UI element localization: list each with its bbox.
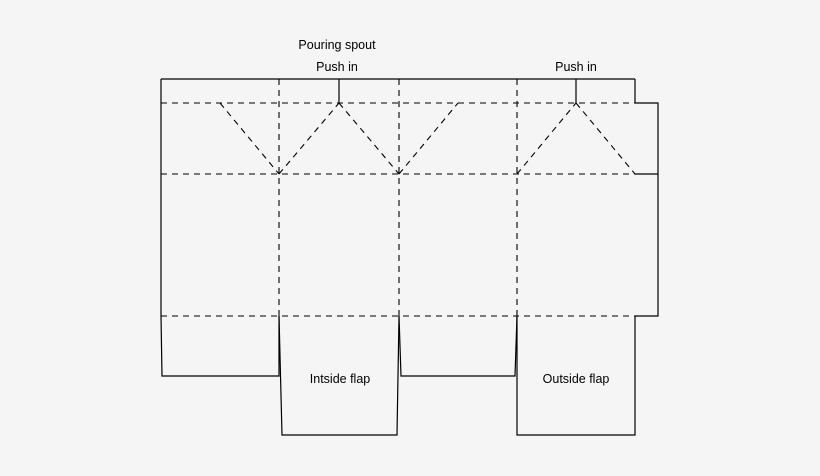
labels: Pouring spout Push in Push in Intside fl… — [298, 38, 609, 386]
gable-diagonal-2 — [278, 102, 340, 175]
gable-diagonal-3 — [338, 102, 400, 175]
inside-flap-outline — [278, 315, 400, 436]
bottom-flap-3 — [398, 315, 518, 377]
label-outside-flap: Outside flap — [543, 372, 610, 386]
gable-diagonal-1 — [219, 102, 280, 175]
fold-lines — [161, 79, 636, 317]
outside-flap-outline — [516, 316, 636, 436]
label-push-in-left: Push in — [316, 60, 358, 74]
gable-diagonal-5 — [516, 102, 577, 175]
gable-diagonal-4 — [398, 102, 459, 175]
gable-diagonal-6 — [575, 102, 636, 175]
bottom-flap-1 — [160, 315, 280, 377]
label-push-in-right: Push in — [555, 60, 597, 74]
cut-lines — [160, 78, 659, 436]
label-inside-flap: Intside flap — [310, 372, 371, 386]
label-pouring-spout: Pouring spout — [298, 38, 376, 52]
glue-tab — [635, 102, 659, 317]
